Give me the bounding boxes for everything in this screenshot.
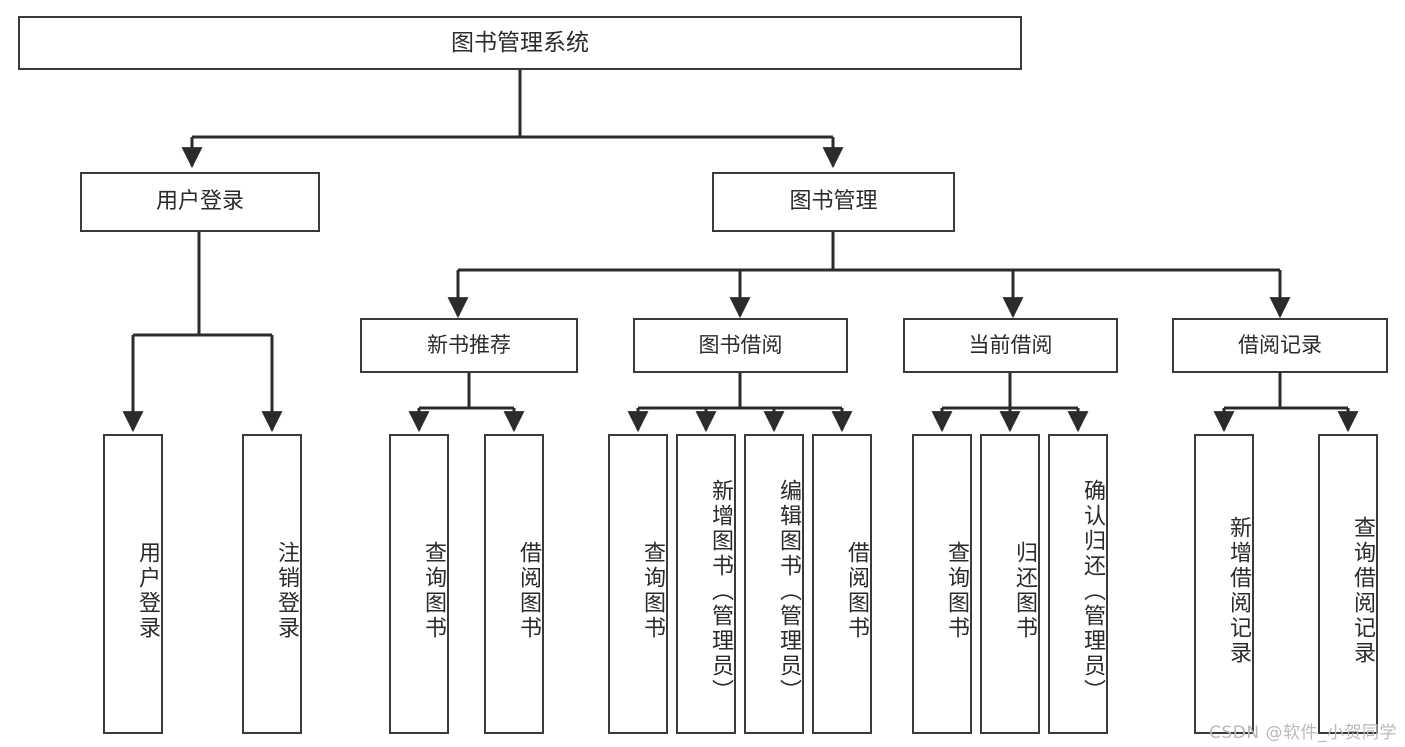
node-label: 图书管理 bbox=[789, 189, 878, 215]
leaf-query-book-current[interactable]: 查询图书 bbox=[912, 434, 972, 734]
node-label: 编辑图书（管理员） bbox=[776, 478, 801, 704]
node-label: 图书管理系统 bbox=[451, 29, 589, 56]
leaf-borrow-book-borrow[interactable]: 借阅图书 bbox=[812, 434, 872, 734]
node-label: 查询图书 bbox=[944, 541, 969, 641]
node-label: 注销登录 bbox=[274, 541, 299, 641]
leaf-add-book-admin[interactable]: 新增图书（管理员） bbox=[676, 434, 736, 734]
node-label: 用户登录 bbox=[155, 189, 244, 215]
node-label: 归还图书 bbox=[1012, 541, 1037, 641]
node-root-book-management-system[interactable]: 图书管理系统 bbox=[18, 16, 1022, 70]
node-book-manage[interactable]: 图书管理 bbox=[712, 172, 955, 232]
node-label: 借阅图书 bbox=[844, 541, 869, 641]
node-label: 查询图书 bbox=[640, 541, 665, 641]
node-label: 用户登录 bbox=[135, 541, 160, 641]
node-label: 新增借阅记录 bbox=[1226, 516, 1251, 666]
leaf-edit-book-admin[interactable]: 编辑图书（管理员） bbox=[744, 434, 804, 734]
node-label: 当前借阅 bbox=[968, 333, 1053, 358]
node-new-book-recommend[interactable]: 新书推荐 bbox=[360, 318, 578, 373]
leaf-borrow-book-recommend[interactable]: 借阅图书 bbox=[484, 434, 544, 734]
leaf-query-borrow-record[interactable]: 查询借阅记录 bbox=[1318, 434, 1378, 734]
leaf-user-login[interactable]: 用户登录 bbox=[103, 434, 163, 734]
leaf-logout[interactable]: 注销登录 bbox=[242, 434, 302, 734]
node-label: 图书借阅 bbox=[698, 333, 783, 358]
leaf-return-book[interactable]: 归还图书 bbox=[980, 434, 1040, 734]
node-label: 查询图书 bbox=[421, 541, 446, 641]
node-user-login[interactable]: 用户登录 bbox=[80, 172, 320, 232]
node-book-borrow[interactable]: 图书借阅 bbox=[633, 318, 848, 373]
leaf-query-book-borrow[interactable]: 查询图书 bbox=[608, 434, 668, 734]
node-label: 借阅记录 bbox=[1238, 333, 1322, 358]
leaf-confirm-return-admin[interactable]: 确认归还（管理员） bbox=[1048, 434, 1108, 734]
node-label: 查询借阅记录 bbox=[1350, 516, 1375, 666]
node-borrow-record[interactable]: 借阅记录 bbox=[1172, 318, 1388, 373]
leaf-add-borrow-record[interactable]: 新增借阅记录 bbox=[1194, 434, 1254, 734]
node-label: 新书推荐 bbox=[427, 333, 511, 358]
watermark: CSDN @软件_小贺同学 bbox=[1209, 723, 1397, 743]
leaf-query-book-recommend[interactable]: 查询图书 bbox=[389, 434, 449, 734]
node-current-borrow[interactable]: 当前借阅 bbox=[903, 318, 1118, 373]
node-label: 借阅图书 bbox=[516, 541, 541, 641]
node-label: 新增图书（管理员） bbox=[708, 478, 733, 704]
node-label: 确认归还（管理员） bbox=[1080, 478, 1105, 704]
